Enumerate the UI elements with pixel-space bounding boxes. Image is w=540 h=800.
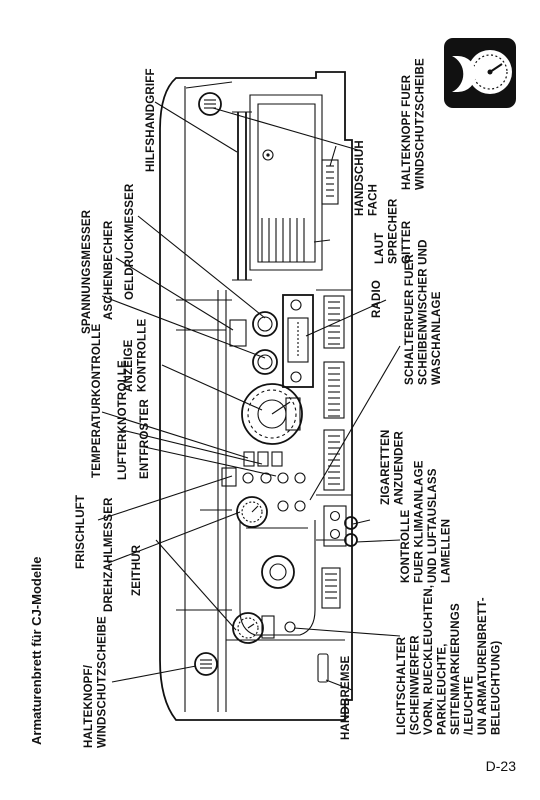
windshield-knob-left: [194, 652, 218, 676]
callout-line: OELDRUCKMESSER: [124, 183, 136, 300]
dashboard-outline: [159, 71, 353, 721]
callout-radio: RADIO: [371, 280, 383, 318]
callout-line: SPRECHER: [388, 198, 400, 264]
page-title: Armaturenbrett für CJ-Modelle: [29, 556, 44, 745]
callout-line: HANDBREMSE: [340, 655, 352, 740]
callout-line: GITTER: [401, 220, 413, 264]
callout-halteknopf-links: HALTEKNOPF/WINDSCHUTZSCHEIBE: [83, 616, 109, 748]
callout-line: /LEUCHTE: [464, 676, 476, 735]
callout-line: ANZEIGE: [123, 339, 135, 392]
callout-line: WASCHANLAGE: [431, 291, 443, 385]
callout-line: HALTEKNOPF/: [83, 664, 95, 748]
callout-line: SPANNUNGSMESSER: [81, 209, 93, 334]
callout-line: ENTFROSTER: [139, 399, 151, 479]
callout-line: SCHALTERFUER FUER: [404, 254, 416, 385]
oil-pressure-gauge: [252, 311, 278, 337]
callout-aschenbecher: ASCHENBECHER: [103, 220, 115, 320]
callout-line: RADIO: [371, 280, 383, 318]
steering-column: [261, 555, 296, 639]
callout-line: SCHEIBENWISCHER UND: [418, 239, 430, 385]
callout-line: FACH: [368, 184, 380, 216]
callout-handbremse: HANDBREMSE: [340, 655, 352, 740]
callout-line: HILFSHANDGRIFF: [145, 68, 157, 172]
callout-line: FRISCHLUFT: [75, 495, 87, 569]
callout-line: LICHTSCHALTER: [396, 636, 408, 735]
control-knobs: [221, 451, 306, 512]
callout-zeituhr: ZEITHUR: [131, 544, 143, 596]
handbrake: [317, 653, 329, 683]
callout-line: SEITENMARKIERUNGS: [450, 603, 462, 735]
callout-line: (SCHEINWERFER: [410, 635, 422, 735]
ashtray: [229, 319, 247, 347]
callout-entfroster: ENTFROSTER: [139, 399, 151, 479]
cigarette-lighter: [323, 505, 358, 547]
callout-line: WINDSCHUTZSCHEIBE: [97, 616, 109, 748]
glovebox-lock-icon: [262, 149, 274, 161]
radio: [282, 294, 314, 388]
callout-line: LUFTERKNOTROLLE: [117, 360, 129, 480]
gauges-icon: [444, 38, 516, 108]
callout-line: WINDSCHUTZSCHEIBE: [415, 58, 427, 190]
callout-hilfshandgriff: HILFSHANDGRIFF: [145, 68, 157, 172]
callout-temperaturkontrolle: TEMPERATURKONTROLLE: [91, 324, 103, 478]
callout-line: ZIGARETTEN: [380, 430, 392, 505]
callout-line: KONTROLLE: [400, 510, 412, 583]
tachometer: [236, 496, 268, 528]
vent-grille: [321, 567, 341, 609]
page-number: D-23: [485, 758, 516, 774]
callout-line: DREHZAHLMESSER: [103, 497, 115, 612]
callout-line: HALTEKNOPF FUER: [401, 74, 413, 190]
grab-handle: [232, 111, 252, 281]
callout-line: BELEUCHTUNG): [491, 641, 503, 735]
callout-line: HANDSCHUH: [354, 140, 366, 216]
callout-line: ANZUENDER: [394, 431, 406, 505]
callout-line: PARKLEUCHTE,: [437, 643, 449, 735]
callout-frischluft: FRISCHLUFT: [75, 495, 87, 569]
callout-spannungsmesser: SPANNUNGSMESSER: [81, 209, 93, 334]
speedometer: [241, 383, 303, 445]
callout-line: FUER KLIMAANLAGE: [414, 460, 426, 583]
glovebox-button: [321, 159, 339, 205]
voltmeter-gauge: [252, 349, 278, 375]
callout-drehzahlmesser: DREHZAHLMESSER: [103, 497, 115, 612]
callout-line: UND LUFTAUSLASS: [427, 468, 439, 583]
callout-line: ASCHENBECHER: [103, 220, 115, 320]
clock: [232, 612, 264, 644]
callout-line: ZEITHUR: [131, 544, 143, 596]
callout-line: UN ARMATURENBRETT-: [477, 597, 489, 735]
callout-oeldruckmesser: OELDRUCKMESSER: [124, 183, 136, 300]
callout-line: TEMPERATURKONTROLLE: [91, 324, 103, 478]
leader-lines: [97, 101, 401, 691]
switch-strip: [323, 295, 345, 491]
callout-line: LAUT: [374, 233, 386, 264]
callout-lufterkontrolle: LUFTERKNOTROLLE: [117, 360, 129, 480]
windshield-knob-right: [198, 92, 222, 116]
callout-line: VORN, RUECKLEUCHTEN,: [423, 585, 435, 735]
speaker-grille: [261, 218, 305, 262]
climate-control: [329, 528, 358, 547]
callout-line: KONTROLLE: [137, 319, 149, 392]
callout-line: LAMELLEN: [441, 519, 453, 583]
callouts: HALTEKNOPF/WINDSCHUTZSCHEIBE DREHZAHLMESS…: [75, 58, 503, 748]
